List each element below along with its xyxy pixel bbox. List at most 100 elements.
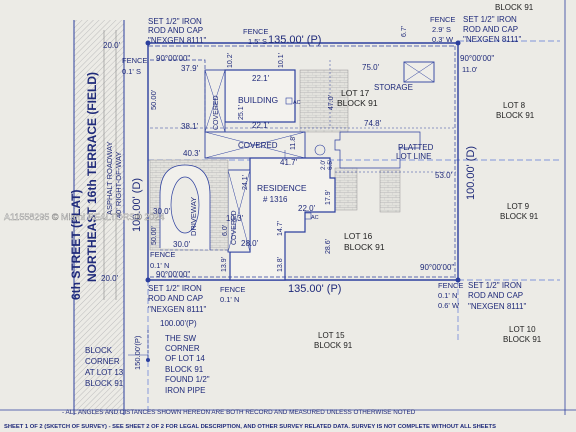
platted-label-2: LOT LINE: [396, 152, 431, 161]
ne-tag-text: "NEXGEN 8111": [463, 35, 521, 44]
street-band: [74, 20, 124, 415]
ac-label-1: AC: [293, 100, 301, 106]
dim-138: 13.8': [277, 257, 284, 272]
fence-se-off2: 0.6' W: [438, 301, 460, 310]
nw-tag-text: "NEXGEN 8111": [148, 36, 206, 45]
dim-220: 22.0': [298, 204, 316, 213]
dim-101: 10.1': [278, 53, 285, 68]
dim-118: 11.8': [290, 136, 297, 150]
sw-iron-text: SET 1/2" IRON: [148, 284, 202, 293]
dim-381: 38.1': [181, 122, 199, 131]
block-corner-note: BLOCK CORNER AT LOT 13 BLOCK 91: [85, 346, 124, 388]
ne-fence-off2: 0.3' W: [432, 35, 454, 44]
lot-16-block: BLOCK 91: [344, 242, 385, 252]
dim-north: 135.00' (P): [268, 34, 321, 46]
roadway-label: ASPHALT ROADWAY: [105, 142, 114, 216]
covered-mid-x2: [204, 131, 306, 159]
dim-530: 53.0': [435, 171, 453, 180]
dim-1500: 150.00'(P): [133, 335, 142, 370]
dim-5000: 50.00': [151, 226, 158, 245]
dim-102: 10.2': [227, 53, 234, 68]
sw-note-line: FOUND 1/2": [165, 375, 210, 384]
fence-west-north: [150, 59, 206, 132]
angle-ne: 90°00'00": [460, 54, 494, 63]
dim-300b: 30.0': [173, 240, 191, 249]
street-main-label: 6th STREET (PLAT): [69, 190, 83, 300]
fence-se-text: FENCE: [438, 281, 463, 290]
building-label: BUILDING: [238, 95, 278, 105]
dim-south: 135.00' (P): [288, 283, 341, 295]
lot-8-block: BLOCK 91: [496, 111, 535, 120]
dim-748: 74.8': [364, 119, 382, 128]
fence-nw-off: 0.1' S: [122, 67, 141, 76]
ac-unit-2: [304, 212, 312, 220]
lot-17-block: BLOCK 91: [337, 98, 378, 108]
sw-corner-note: THE SW CORNER OF LOT 14 BLOCK 91 FOUND 1…: [165, 334, 210, 395]
dim-60: 6.0': [222, 225, 229, 236]
dim-750: 75.0': [362, 63, 380, 72]
sw-cap-text: ROD AND CAP: [148, 294, 203, 303]
fence-north-off: 1.5' S: [248, 37, 267, 46]
shed-x2: [403, 61, 435, 83]
sw-note-line: THE SW: [165, 334, 197, 343]
driveway-label: DRIVEWAY: [189, 197, 198, 236]
covered-west-x2: [204, 69, 226, 133]
dim-110: 11.0': [462, 65, 478, 74]
block-note-line: AT LOT 13: [85, 368, 124, 377]
fence-nw-text: FENCE: [122, 56, 147, 65]
dim-179: 17.9': [325, 190, 332, 205]
nw-iron-text: SET 1/2" IRON: [148, 17, 202, 26]
sw-note-line: OF LOT 14: [165, 354, 205, 363]
corner-marker-se: [455, 277, 461, 283]
footer-sheet: SHEET 1 OF 2 (SKETCH OF SURVEY) - SEE SH…: [4, 424, 496, 430]
dim-east: 100.00' (D): [465, 146, 477, 200]
sw-tag-text: "NEXGEN 8111": [148, 305, 206, 314]
fence-se-off1: 0.1' N: [438, 291, 457, 300]
dim-103: 10.3': [226, 214, 244, 223]
dim-300a: 30.0': [153, 207, 171, 216]
residence-label: RESIDENCE: [257, 183, 307, 193]
sw-note-line: IRON PIPE: [165, 386, 205, 395]
sw-note-line: BLOCK 91: [165, 365, 204, 374]
fence-sw-off: 0.1' N: [150, 261, 169, 270]
corner-marker-sw: [145, 277, 151, 283]
watermark: A11558295 © Miami REALTORS® 2024: [4, 212, 164, 222]
dim-221a: 22.1': [252, 74, 270, 83]
dim-west: 100.00' (D): [131, 178, 143, 232]
corner-marker-nw: [145, 40, 151, 46]
angle-nw: 90°00'00": [156, 54, 190, 63]
lot-17-label: LOT 17: [341, 88, 369, 98]
driveway-island: [170, 176, 200, 234]
street-field-label: NORTHEAST 16th TERRACE (FIELD): [85, 72, 99, 282]
dim-376: 37.9': [181, 64, 199, 73]
nw-cap-text: ROD AND CAP: [148, 26, 203, 35]
lot-9-block: BLOCK 91: [500, 212, 539, 221]
storage-label: STORAGE: [374, 83, 413, 92]
ac-unit-1: [285, 97, 293, 105]
lot-10-label: LOT 10: [509, 325, 536, 334]
row-south-dim: 20.0': [101, 274, 119, 283]
ne-cap-text: ROD AND CAP: [463, 25, 518, 34]
found-iron-pipe: [146, 358, 150, 362]
dim-403: 40.3': [183, 149, 201, 158]
footer-note: - ALL ANGLES AND DISTANCES SHOWN HEREON …: [62, 409, 416, 416]
dim-65: 6.5': [327, 160, 334, 170]
dim-1000p: 100.00'(P): [160, 319, 197, 328]
platted-label-1: PLATTED: [398, 143, 434, 152]
dim-67: 6.7': [401, 26, 408, 37]
row-label: 40' RIGHT-OF-WAY: [114, 152, 123, 218]
fence-south-text: FENCE: [220, 285, 245, 294]
lot-8-label: LOT 8: [503, 101, 526, 110]
dim-470: 47.0': [328, 95, 335, 110]
covered-label-3: COVERED: [231, 210, 238, 245]
lot-15-label: LOT 15: [318, 331, 345, 340]
block-91-top: BLOCK 91: [495, 3, 534, 12]
ne-fence-text: FENCE: [430, 15, 455, 24]
paver-area-upper: [299, 69, 349, 133]
angle-sw: 90°00'00": [156, 270, 190, 279]
ac-label-2: AC: [311, 215, 319, 221]
carport-x2: [227, 169, 251, 253]
fence-south-off: 0.1' N: [220, 295, 239, 304]
lot-16-label: LOT 16: [344, 231, 372, 241]
